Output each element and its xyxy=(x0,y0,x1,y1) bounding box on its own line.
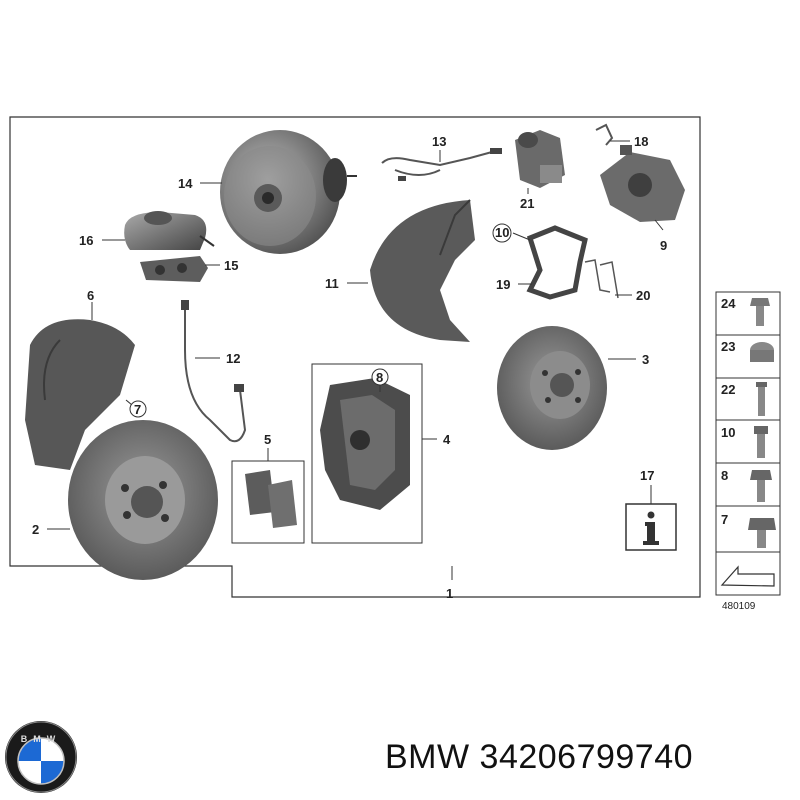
bmw-logo: BMW xyxy=(5,721,77,793)
rear-caliper xyxy=(600,145,685,222)
master-cylinder xyxy=(140,256,208,282)
rear-dust-shield xyxy=(370,199,475,342)
circle-8 xyxy=(371,368,389,386)
side-item-24: 24 xyxy=(721,296,736,311)
part-number-12: 12 xyxy=(226,351,240,366)
part-number-9: 9 xyxy=(660,238,667,253)
part-number-17: 17 xyxy=(640,468,654,483)
wear-sensor-rear xyxy=(381,148,502,181)
bolt-24-icon xyxy=(750,298,770,326)
front-brake-disc xyxy=(68,420,218,580)
circle-10 xyxy=(492,223,512,243)
side-item-7: 7 xyxy=(721,512,728,527)
logo-letters: BMW xyxy=(21,734,62,744)
bolt-7-icon xyxy=(748,518,776,548)
part-number-21: 21 xyxy=(520,196,534,211)
side-item-8: 8 xyxy=(721,468,728,483)
circle-7 xyxy=(129,400,147,418)
bolt-8-icon xyxy=(750,470,772,502)
plug-23-icon xyxy=(750,342,774,362)
hardware-table: 24 23 22 10 8 7 xyxy=(715,291,781,596)
part-number-7: 7 xyxy=(134,402,141,417)
part-number-2: 2 xyxy=(32,522,39,537)
caliper-carrier xyxy=(526,225,588,300)
parking-brake-motor xyxy=(515,130,565,188)
diagram-frame xyxy=(9,116,701,598)
part-number-10: 10 xyxy=(495,225,509,240)
part-number-18: 18 xyxy=(634,134,648,149)
brake-pads xyxy=(245,470,297,528)
brake-booster xyxy=(220,130,357,254)
bolt-10-icon xyxy=(754,426,768,458)
spring-20 xyxy=(584,259,619,299)
wear-sensor-front xyxy=(181,300,247,443)
part-number-19: 19 xyxy=(496,277,510,292)
clip-18 xyxy=(595,123,614,146)
side-item-23: 23 xyxy=(721,339,735,354)
part-number-15: 15 xyxy=(224,258,238,273)
part-number-14: 14 xyxy=(178,176,193,191)
rear-brake-disc xyxy=(497,326,607,450)
part-number-20: 20 xyxy=(636,288,650,303)
part-number-16: 16 xyxy=(79,233,93,248)
brake-fluid-reservoir xyxy=(124,211,215,250)
pin-22-icon xyxy=(756,382,767,416)
doc-number: 480109 xyxy=(722,601,756,612)
brand-part-number: BMW 34206799740 xyxy=(385,738,694,776)
part-number-5: 5 xyxy=(264,432,271,447)
arrow-icon xyxy=(720,565,775,587)
part-number-4: 4 xyxy=(443,432,451,447)
part-number-3: 3 xyxy=(642,352,649,367)
front-caliper-box xyxy=(311,363,423,544)
info-icon xyxy=(625,503,677,551)
part-number-8: 8 xyxy=(376,370,383,385)
side-item-22: 22 xyxy=(721,382,735,397)
part-number-13: 13 xyxy=(432,134,446,149)
part-number-6: 6 xyxy=(87,288,94,303)
front-dust-shield xyxy=(25,319,135,470)
front-caliper xyxy=(320,378,410,510)
side-item-10: 10 xyxy=(721,425,735,440)
part-number-11: 11 xyxy=(325,276,339,291)
part-number-1: 1 xyxy=(446,586,453,601)
leader-lines xyxy=(47,140,664,580)
